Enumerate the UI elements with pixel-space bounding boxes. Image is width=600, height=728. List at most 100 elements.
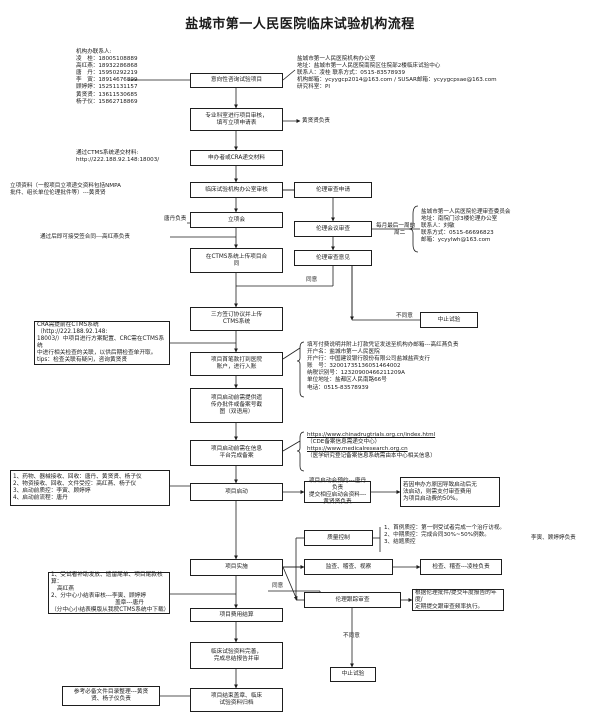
step-label: 质量控制 (327, 534, 350, 541)
note-ctms-submit: 通过CTMS系统递交材料: http://222.188.92.148:1800… (76, 150, 159, 164)
step-label: 项目启动 (225, 488, 248, 495)
step-genetic-approval: 项目启动前需提供遗传办批件或备案号截图（双语用） (190, 388, 283, 423)
note-line: 1、药物、器械接收、回收：唐丹、黄贤贤、杨子仪 (13, 474, 142, 480)
note-line: 通过CTMS系统递交材料: (76, 150, 139, 156)
ethics-tracking-review: 伦理跟踪审查 (304, 592, 401, 608)
step-fee-settlement: 项目费用结算 (190, 608, 283, 622)
step-label: CTMS系统 (222, 319, 251, 325)
link-medicalresearch[interactable]: https://www.medicalresearch.org.cn (307, 446, 408, 453)
note-line: tips：检查关联有疑问，咨询黄贤贤 (37, 357, 128, 363)
note-line: 盖章---唐丹 (115, 600, 144, 606)
inspection: 检查、稽查---凌桂负责 (420, 559, 502, 575)
monitor-audit: 监查、稽查、视察 (304, 559, 393, 575)
payment-info: 填写付费说明并附上打款凭证发送至机构办邮箱---高红燕负责 开户名：盐城市第一人… (307, 342, 459, 392)
step-label: 临床试验机构办公室审核 (205, 186, 268, 193)
note-cra-ctms: CRA需提前在CTMS系统（http://222.188.92.148: 180… (34, 321, 170, 365)
note-contract: 通过后即可接受签合同---高红燕负责 (40, 234, 130, 240)
step-label: 伦理审查申请 (315, 186, 351, 193)
note-line: 单位地址：盐都区人民南路66号 (307, 377, 387, 384)
ethics-opinion: 伦理审查意见 (294, 250, 372, 266)
label-disagree-2: 不同意 (343, 633, 360, 639)
note-line: 2、分中心小结表审核---李寅、顾婷婷 (51, 593, 147, 599)
step-label: 意向性咨询试验项目 (210, 77, 263, 83)
contact-line: 唐 丹：15950292219 (76, 70, 138, 77)
note-line: 开户名：盐城市第一人民医院 (307, 349, 380, 356)
note-archive: 参考必备文件目录整理---黄贤贤、杨子仪负责 (62, 686, 160, 706)
link-chinadrugtrials[interactable]: https://www.chinadrugtrials.org.cn/index… (307, 432, 436, 438)
step-first-payment: 项目首笔款打到医院账户，进行入账 (190, 352, 283, 376)
brace-ethics-office (408, 205, 419, 253)
note-line: 为项目启动费的50%。 (403, 495, 462, 502)
contact-line: 凌 桂：18005108889 (76, 56, 138, 63)
note-line: 4、启动前流程：唐丹 (13, 495, 68, 501)
note-tang: 唐丹负责 (164, 216, 187, 222)
step-office-review: 临床试验机构办公室审核 (190, 182, 283, 198)
connector-links (282, 440, 301, 452)
note-nmpa: 立项资料（一般项目立项递交资料包括NMPA 批件、组长单位伦理批件等）---黄贤… (10, 183, 121, 197)
step-label: 立项会 (227, 216, 246, 223)
arrow-s12-review (282, 566, 298, 601)
note-line: 批件、组长单位伦理批件等）---黄贤贤 (10, 190, 106, 197)
note-monthly: 每月最后一周的 周二 (376, 223, 415, 237)
note-line: 高红燕 (57, 586, 75, 592)
step-label: 同 (233, 260, 240, 267)
step-label: 项目启动前需提供遗 (210, 395, 263, 401)
stop-trial-2: 中止试验 (330, 667, 376, 682)
qc-items: 1、首例质控：第一例受试者完成一个治疗访视。 2、中期质控：完成合同30%~50… (384, 525, 505, 546)
office-contact: 联系人：凌桂 联系方式：0515-83578939 (297, 70, 406, 77)
step-ctms-contract: 在CTMS系统上传项目合同 (190, 248, 283, 273)
startup-meeting: 项目启动会预约---唐丹负责提交相应启动会资料---黄贤贤负责 (304, 478, 371, 505)
step-label: 伦理跟踪审查 (335, 596, 370, 603)
step-label: 临床试验资料完善， (210, 648, 263, 655)
note-line: 1、首例质控：第一例受试者完成一个治疗访视。 (384, 525, 506, 531)
contact-line: 高红燕：18932286868 (76, 63, 138, 70)
step-label: 项目实施 (225, 564, 248, 570)
office-address: 地址：盐城市第一人民医院南院区住院部2楼临床试验中心 (297, 63, 441, 70)
step-label: 传办批件或备案号截 (210, 402, 263, 408)
step-label: 填写立项申请表 (216, 119, 257, 126)
step-label: 中止试验 (341, 671, 365, 677)
step-label: 项目费用结算 (219, 611, 254, 618)
qc-people: 李寅、顾婷婷负责 (531, 535, 576, 541)
note-line: 地址：南院门诊3楼伦理办公室 (421, 216, 498, 223)
note-line: 2、中期质控：完成合同30%~50%例数。 (384, 532, 490, 539)
step-project-meeting: 立项会 (190, 212, 283, 228)
contact-line: 杨子仪：15862718869 (76, 98, 138, 105)
step-label: 项目首笔款打到医院 (210, 357, 263, 363)
note-line: 3、启动前质控：李寅、顾婷婷 (13, 488, 91, 494)
brace-links (296, 431, 305, 472)
step-dept-review: 专业科室进行项目审核，填写立项申请表 (190, 108, 283, 131)
note-line: 1、受试者补助发放、遗留尾单、项目尾款核算： (51, 572, 163, 585)
ethics-meeting: 伦理会议审查 (294, 221, 372, 237)
note-settlement: 1、受试者补助发放、遗留尾单、项目尾款核算： 高红燕 2、分中心小结表审核---… (48, 572, 170, 614)
note-line: 参考必备文件目录整理---黄贤 (73, 689, 149, 695)
note-line: CRA需提前在CTMS系统（http://222.188.92.148: (37, 322, 108, 335)
note-line: 联系方式：0515-66696823 (421, 230, 494, 237)
step-label: 中止试验 (437, 316, 461, 323)
ethics-office-info: 盐城市第一人民医院伦理审查委员会 地址：南院门诊3楼伦理办公室 联系人：刘敏 联… (421, 209, 511, 244)
step-intent-consult: 意向性咨询试验项目 (190, 73, 283, 88)
note-line: 邮箱：ycyylwh@163.com (421, 237, 491, 244)
note-line: 法启动，则需支付审查费用 (403, 488, 472, 495)
step-implementation: 项目实施 (190, 559, 283, 576)
note-line: 若因申办方原因导致启动后无 (403, 481, 477, 488)
brace-payment (296, 341, 305, 398)
step-label: 监查、稽查、视察 (325, 563, 372, 570)
note-line: 18003/）中项目进行方案配置、CRC需在CTMS系统 (37, 336, 165, 349)
step-label: 检查、稽查---凌桂负责 (432, 563, 490, 570)
step-final-report: 临床试验资料完善，完成总结报告并审 (190, 642, 283, 669)
contacts-right: 盐城市第一人民医院机构办公室 地址：盐城市第一人民医院南院区住院部2楼临床试验中… (297, 56, 497, 91)
step-label: 申办者或CRA递交材料 (207, 154, 266, 161)
note-line: 电话：0515-83578939 (307, 384, 369, 391)
step-label: 图（双语用） (219, 409, 254, 415)
note-line: 纳税识别号：12320900466211209A (307, 370, 405, 377)
office-name: 盐城市第一人民医院机构办公室 (297, 56, 376, 62)
step-label: 专业科室进行项目审核， (205, 112, 268, 119)
ethics-apply: 伦理审查申请 (294, 182, 372, 198)
step-label: 项目启动前需在信息 (210, 446, 263, 452)
contact-line: 李 寅：18914676899 (76, 77, 138, 84)
note-line: 提交相应启动会资料---黄贤贤负责 (308, 492, 367, 505)
tracking-review-desc: 根据伦理批件/提交年度报告的年度/定期提交跟审查频率执行。 (412, 589, 504, 611)
step-label: 伦理会议审查 (315, 225, 351, 232)
